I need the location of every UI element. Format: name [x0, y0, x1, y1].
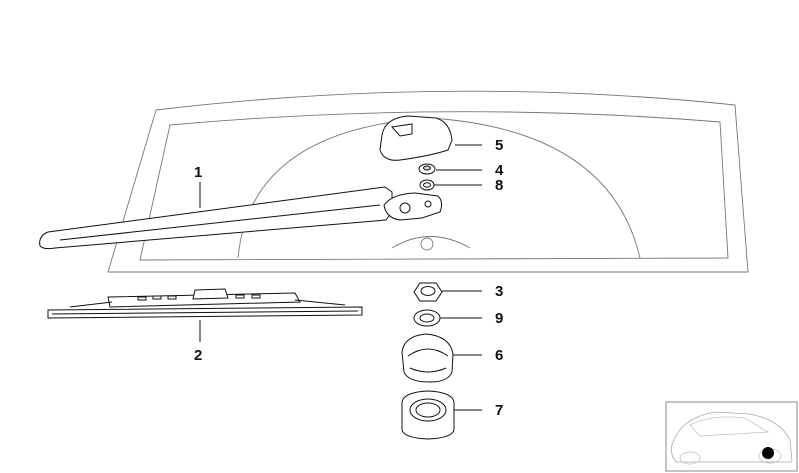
cover-cap: [379, 115, 453, 161]
callout-9: 9: [495, 310, 503, 327]
callout-1: 1: [194, 164, 202, 181]
vehicle-locator-thumbnail: [665, 401, 798, 472]
washer-small: [419, 179, 435, 191]
callout-labels: 1 2 3 4 5 6 7 8 9: [194, 137, 504, 419]
wiper-arm: [39, 186, 443, 250]
washer: [413, 309, 441, 327]
callout-2: 2: [194, 347, 202, 364]
callout-8: 8: [495, 177, 503, 194]
protective-cap: [401, 333, 454, 383]
hex-nut-small: [418, 163, 436, 175]
callout-7: 7: [495, 402, 503, 419]
leader-lines: [199, 144, 482, 411]
callout-5: 5: [495, 137, 503, 154]
grommet-seal: [401, 390, 455, 440]
location-marker: [762, 447, 774, 459]
hex-nut: [413, 282, 443, 302]
callout-6: 6: [495, 347, 503, 364]
wiper-blade: [47, 288, 363, 319]
callout-3: 3: [495, 283, 503, 300]
callout-4: 4: [495, 162, 504, 179]
